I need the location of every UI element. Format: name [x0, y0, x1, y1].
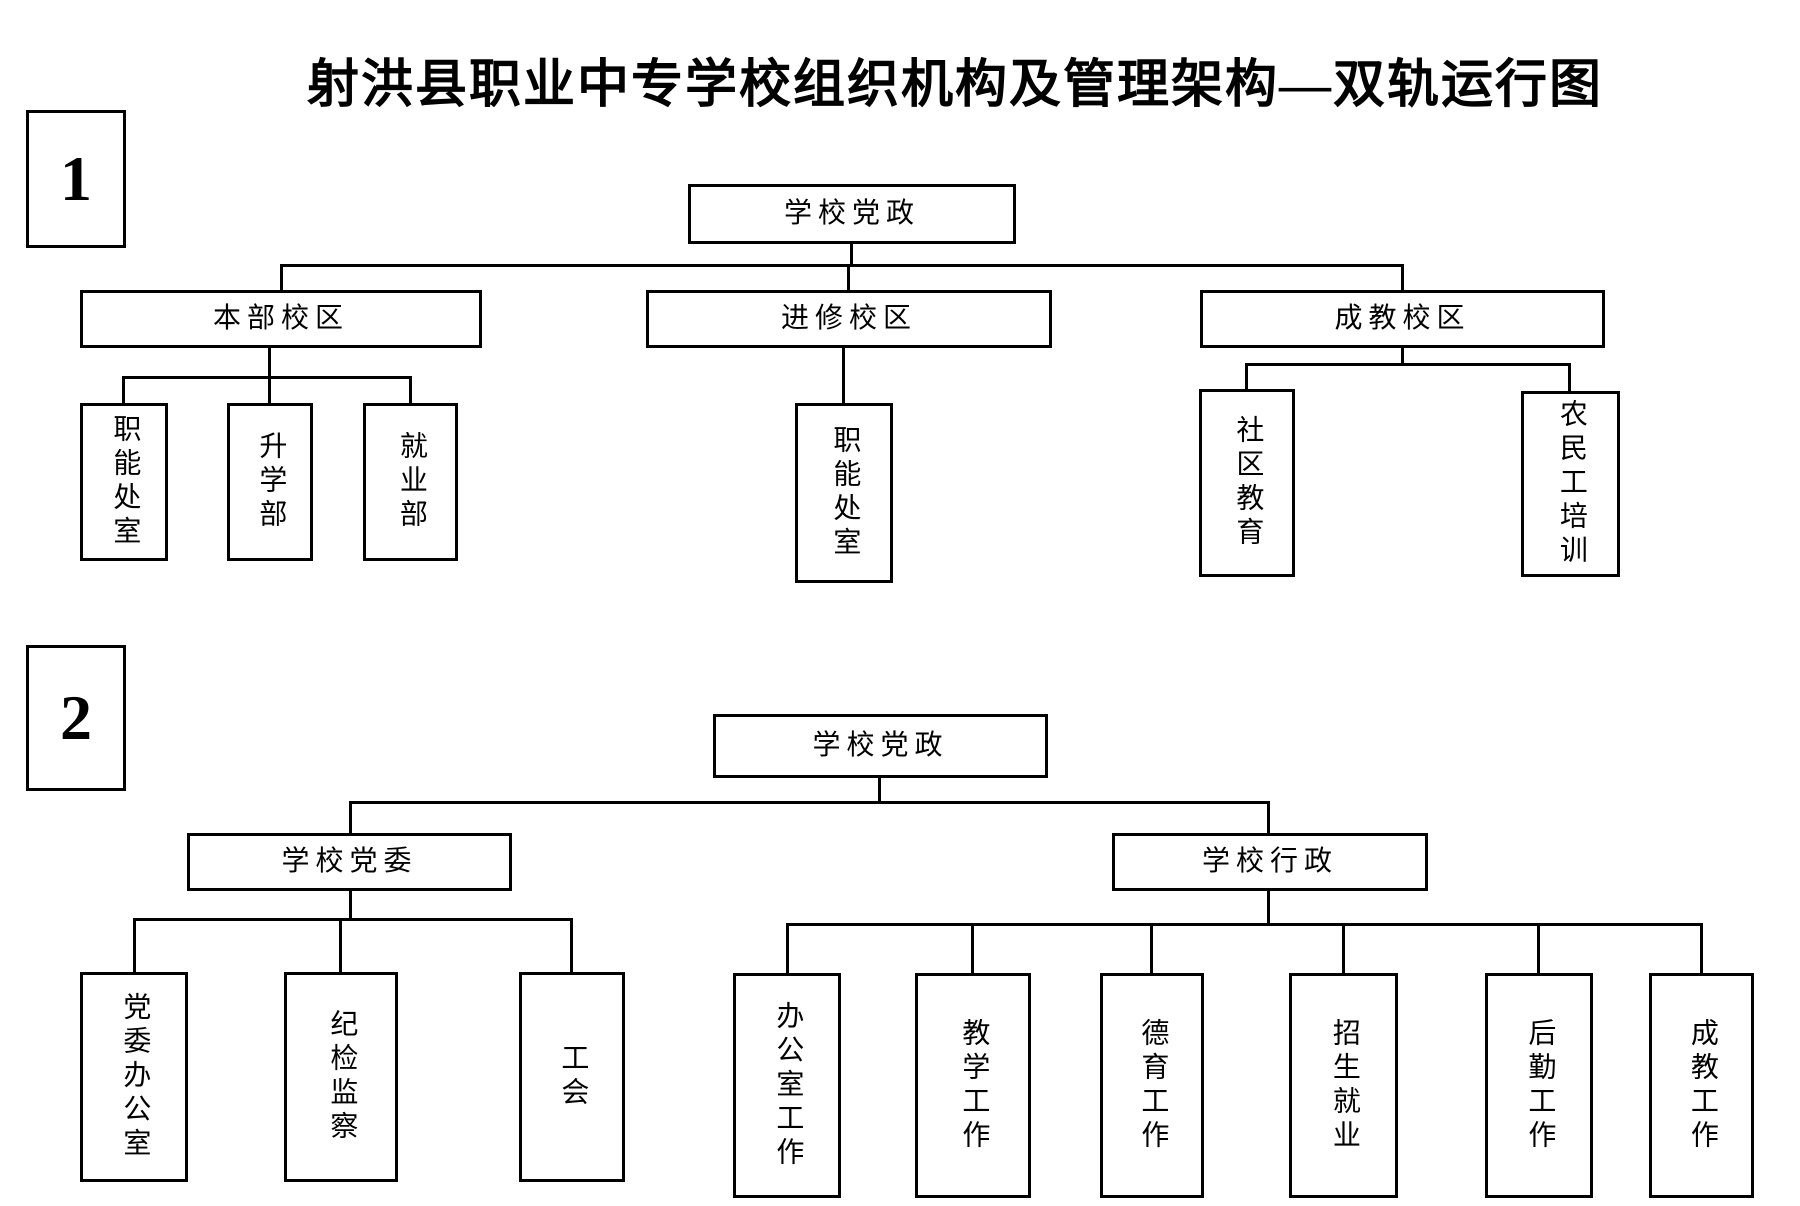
d1-campus-adult-box: 成教校区: [1200, 290, 1605, 348]
connector-line: [133, 918, 136, 974]
connector-line: [1568, 363, 1571, 393]
connector-line: [842, 345, 845, 405]
diagram2-number-box: 2: [26, 645, 126, 791]
d1-root-box: 学校党政: [688, 184, 1016, 244]
connector-line: [280, 264, 1404, 267]
d2-leaf-party-office-label: 党委办公室: [119, 992, 151, 1162]
d2-leaf-labor-union-label: 工会: [557, 1043, 589, 1111]
d2-leaf-adult-education-work-label: 成教工作: [1686, 1017, 1718, 1154]
d2-leaf-office-work-box: 办公室工作: [733, 973, 841, 1198]
d1-leaf-migrant-worker-training-label: 农民工培训: [1555, 399, 1587, 569]
connector-line: [349, 801, 1270, 804]
d2-leaf-party-office-box: 党委办公室: [80, 972, 188, 1182]
connector-line: [1342, 923, 1345, 975]
d2-leaf-moral-education-box: 德育工作: [1100, 973, 1204, 1198]
d1-leaf-employment-dept-box: 就业部: [363, 403, 458, 561]
d1-leaf-community-education-box: 社区教育: [1199, 389, 1295, 577]
connector-line: [878, 777, 881, 803]
d2-leaf-moral-education-label: 德育工作: [1137, 1017, 1169, 1154]
d2-leaf-enrollment-employment-label: 招生就业: [1328, 1017, 1360, 1154]
d2-root-label: 学校党政: [812, 729, 949, 761]
connector-line: [786, 923, 789, 975]
connector-line: [268, 345, 271, 405]
connector-line: [349, 801, 352, 834]
d2-leaf-discipline-inspection-box: 纪检监察: [284, 972, 398, 1182]
connector-line: [847, 264, 850, 291]
d1-leaf-employment-dept-label: 就业部: [395, 431, 427, 533]
diagram1-number-box: 1: [26, 110, 126, 248]
d2-leaf-office-work-label: 办公室工作: [772, 1000, 804, 1171]
d2-branch-administration-label: 学校行政: [1201, 845, 1338, 877]
diagram2-number: 2: [60, 682, 92, 753]
d2-branch-party-committee-label: 学校党委: [281, 845, 418, 877]
d1-leaf-migrant-worker-training-box: 农民工培训: [1521, 391, 1620, 577]
d1-leaf-functional-offices-label: 职能处室: [109, 414, 141, 550]
connector-line: [1245, 363, 1248, 391]
d1-leaf-functional-offices2-label: 职能处室: [829, 425, 861, 561]
connector-line: [339, 918, 342, 974]
connector-line: [1401, 345, 1404, 366]
connector-line: [1150, 923, 1153, 975]
d2-leaf-teaching-work-label: 教学工作: [958, 1017, 990, 1154]
d2-leaf-enrollment-employment-box: 招生就业: [1289, 973, 1398, 1198]
connector-line: [133, 918, 573, 921]
d2-leaf-labor-union-box: 工会: [519, 972, 625, 1182]
d2-branch-administration-box: 学校行政: [1112, 833, 1428, 891]
connector-line: [1267, 801, 1270, 834]
connector-line: [850, 243, 853, 267]
d1-root-label: 学校党政: [783, 197, 920, 229]
d2-root-box: 学校党政: [713, 714, 1048, 778]
connector-line: [122, 376, 412, 379]
connector-line: [786, 923, 1703, 926]
d1-leaf-community-education-label: 社区教育: [1232, 415, 1264, 551]
d2-leaf-teaching-work-box: 教学工作: [915, 973, 1031, 1198]
connector-line: [971, 923, 974, 975]
connector-line: [1245, 363, 1571, 366]
d2-leaf-logistics-work-label: 后勤工作: [1524, 1017, 1556, 1154]
d2-branch-party-committee-box: 学校党委: [187, 833, 512, 891]
connector-line: [280, 264, 283, 291]
connector-line: [409, 376, 412, 405]
d2-leaf-logistics-work-box: 后勤工作: [1485, 973, 1593, 1198]
connector-line: [1267, 888, 1270, 926]
d2-leaf-adult-education-work-box: 成教工作: [1649, 973, 1754, 1198]
d1-campus-training-label: 进修校区: [780, 302, 917, 334]
page-title: 射洪县职业中专学校组织机构及管理架构—双轨运行图: [306, 57, 1603, 114]
d1-leaf-functional-offices2-box: 职能处室: [795, 403, 893, 583]
connector-line: [1537, 923, 1540, 975]
d1-leaf-advancement-dept-box: 升学部: [227, 403, 313, 561]
connector-line: [570, 918, 573, 974]
diagram1-number: 1: [60, 143, 92, 214]
connector-line: [122, 376, 125, 405]
connector-line: [1401, 264, 1404, 291]
d1-campus-main-box: 本部校区: [80, 290, 482, 348]
d1-leaf-functional-offices-box: 职能处室: [80, 403, 168, 561]
d1-campus-main-label: 本部校区: [212, 302, 349, 334]
connector-line: [1700, 923, 1703, 975]
d2-leaf-discipline-inspection-label: 纪检监察: [326, 1009, 358, 1145]
d1-campus-adult-label: 成教校区: [1334, 302, 1471, 334]
d1-leaf-advancement-dept-label: 升学部: [255, 431, 287, 533]
d1-campus-training-box: 进修校区: [646, 290, 1052, 348]
connector-line: [349, 888, 352, 920]
